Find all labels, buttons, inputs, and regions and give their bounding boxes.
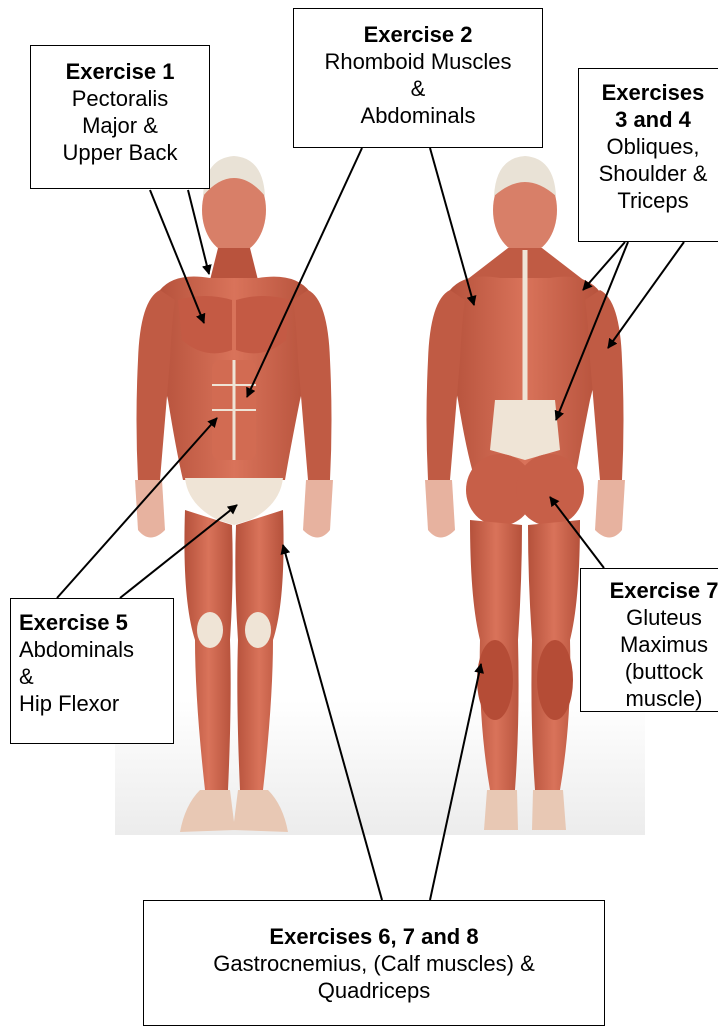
arrow-ex1-back [188,190,209,274]
arrow-ex678-quad [283,545,382,900]
label-exercises-3-and-4: Exercises 3 and 4 Obliques, Shoulder & T… [578,68,718,242]
label-line: Obliques, [579,133,718,160]
label-line: muscle) [601,685,718,712]
label-line: Gastrocnemius, (Calf muscles) & [144,950,604,977]
label-exercises-6-7-and-8: Exercises 6, 7 and 8 Gastrocnemius, (Cal… [143,900,605,1026]
label-title: Exercises 6, 7 and 8 [144,923,604,950]
label-line: Maximus [601,631,718,658]
label-line: Major & [31,112,209,139]
label-line: (buttock [601,658,718,685]
arrow-ex34-oblique [556,242,628,420]
label-line: Triceps [579,187,718,214]
label-line: & [294,75,542,102]
label-line: & [19,663,173,690]
label-exercise-7: Exercise 7 Gluteus Maximus (buttock musc… [580,568,718,712]
arrow-ex678-calf [430,664,481,900]
label-title: Exercise 1 [31,58,209,85]
arrow-ex1-pec [150,190,204,323]
label-title: Exercise 5 [19,609,173,636]
label-title: Exercise 7 [601,577,718,604]
label-title: 3 and 4 [579,106,718,133]
label-line: Abdominals [19,636,173,663]
label-exercise-1: Exercise 1 Pectoralis Major & Upper Back [30,45,210,189]
label-line: Hip Flexor [19,690,173,717]
label-exercise-2: Exercise 2 Rhomboid Muscles & Abdominals [293,8,543,148]
label-line: Rhomboid Muscles [294,48,542,75]
arrow-ex34-triceps [608,242,684,348]
label-title: Exercise 2 [294,21,542,48]
arrow-ex2-rhomboid [430,148,474,305]
label-title: Exercises [579,79,718,106]
arrow-ex7-glute [550,497,604,568]
label-line: Abdominals [294,102,542,129]
arrow-ex2-abs [247,148,362,397]
label-line: Gluteus [601,604,718,631]
arrow-ex5-abs [57,418,217,598]
label-line: Quadriceps [144,977,604,1004]
label-line: Upper Back [31,139,209,166]
arrow-ex5-hip [120,505,237,598]
label-line: Shoulder & [579,160,718,187]
label-exercise-5: Exercise 5 Abdominals & Hip Flexor [10,598,174,744]
label-line: Pectoralis [31,85,209,112]
